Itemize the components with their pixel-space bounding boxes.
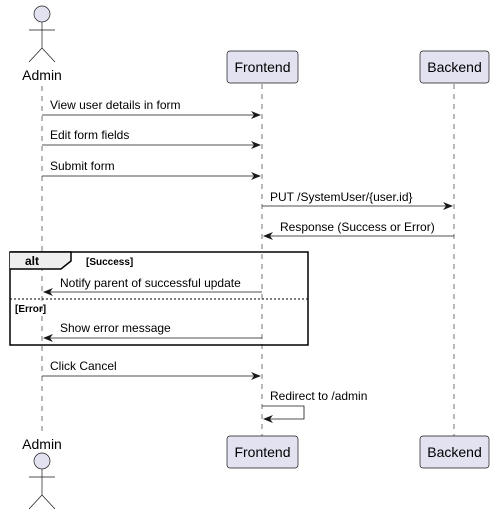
message-label: Response (Success or Error)	[280, 220, 435, 234]
message-label: Click Cancel	[50, 359, 117, 373]
admin-actor-top	[28, 5, 56, 63]
backend-box-bottom	[419, 435, 490, 469]
message-label: PUT /SystemUser/{user.id}	[270, 190, 413, 204]
backend-box-top	[419, 50, 490, 84]
message-label: Redirect to /admin	[270, 389, 367, 403]
guard-success: [Success]	[86, 257, 133, 268]
admin-label-top: Admin	[22, 67, 62, 83]
message-label: Edit form fields	[50, 128, 129, 142]
frontend-box-top	[226, 50, 299, 84]
alt-fragment-tab	[10, 251, 72, 270]
admin-label-bottom: Admin	[22, 436, 62, 452]
message-label: Submit form	[50, 159, 115, 173]
message-label: View user details in form	[50, 98, 181, 112]
message-label: Notify parent of successful update	[60, 276, 241, 290]
backend-label-top: Backend	[427, 59, 481, 75]
admin-actor-bottom	[28, 452, 56, 510]
frontend-box-bottom	[226, 435, 299, 469]
backend-label-bottom: Backend	[427, 444, 481, 460]
frontend-label-bottom: Frontend	[234, 444, 290, 460]
guard-error: [Error]	[15, 304, 46, 315]
alt-operator: alt	[25, 254, 39, 268]
self-message-arrow	[262, 405, 305, 423]
frontend-label-top: Frontend	[234, 59, 290, 75]
message-label: Show error message	[60, 321, 171, 335]
